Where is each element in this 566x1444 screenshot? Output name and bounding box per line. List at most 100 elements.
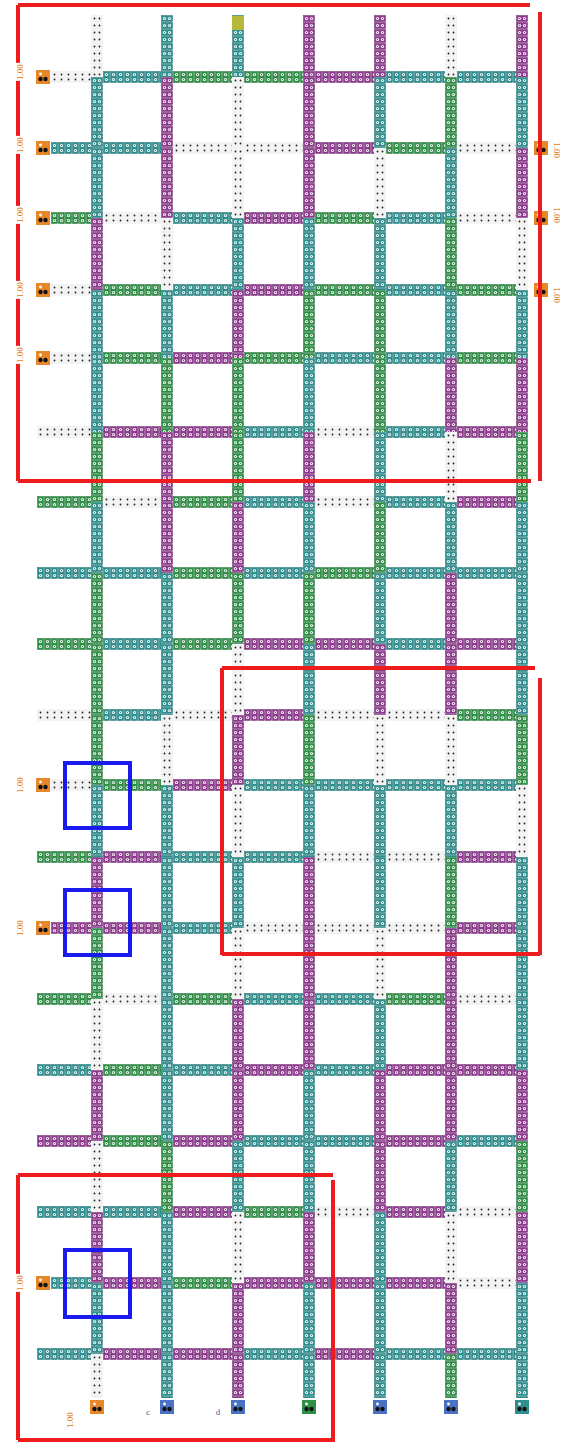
track-segment [103, 1135, 161, 1147]
track-segment [457, 496, 516, 508]
track-fill [386, 779, 445, 791]
track-segment [315, 1206, 374, 1218]
track-segment [91, 573, 103, 644]
track-fill [103, 352, 161, 364]
track-fill [173, 1135, 232, 1147]
track-segment [386, 212, 445, 224]
value-label: 1.00 [552, 141, 562, 159]
track-segment [173, 1206, 232, 1218]
track-fill [457, 1277, 516, 1289]
track-segment [445, 77, 457, 148]
track-segment [91, 1212, 103, 1283]
track-fill [91, 77, 103, 148]
track-segment [91, 928, 103, 999]
track-segment [103, 426, 161, 438]
pad-body [36, 141, 50, 155]
track-fill [516, 502, 528, 573]
track-fill [315, 1135, 374, 1147]
track-segment [91, 715, 103, 785]
track-segment [173, 1348, 232, 1360]
track-fill [516, 1283, 528, 1354]
track-segment [103, 212, 161, 224]
track-segment [232, 928, 244, 999]
track-fill [303, 218, 315, 290]
value-label: 1.00 [15, 136, 25, 154]
track-segment [161, 928, 173, 999]
track-fill [457, 1064, 516, 1076]
track-segment [103, 851, 161, 863]
track-segment [516, 1212, 528, 1283]
track-fill [516, 1070, 528, 1141]
track-segment [161, 1070, 173, 1141]
region-edge [220, 668, 224, 955]
track-segment [103, 1348, 161, 1360]
track-segment [103, 709, 161, 721]
track-segment [445, 218, 457, 290]
track-segment [232, 1070, 244, 1141]
track-segment [51, 1277, 91, 1289]
track-fill [315, 1277, 374, 1289]
track-fill [457, 284, 516, 296]
track-fill [516, 432, 528, 502]
track-fill [386, 212, 445, 224]
track-segment [374, 358, 386, 432]
track-segment [386, 922, 445, 934]
track-segment [37, 496, 91, 508]
pad-pin [39, 144, 42, 147]
track-segment [244, 638, 303, 650]
track-segment [457, 426, 516, 438]
track-segment [386, 71, 445, 83]
track-fill [51, 71, 91, 83]
track-segment [445, 1212, 457, 1283]
track-fill [457, 1135, 516, 1147]
pad-pin [163, 1403, 166, 1406]
track-segment [386, 284, 445, 296]
pad-pin [39, 354, 42, 357]
track-segment [244, 851, 303, 863]
pad-pin [92, 1407, 96, 1411]
pad-pin [38, 77, 42, 81]
track-fill [386, 1277, 445, 1289]
track-fill [51, 284, 91, 296]
track-fill [374, 1141, 386, 1212]
track-segment [303, 290, 315, 358]
track-fill [91, 1070, 103, 1141]
track-segment [161, 1283, 173, 1354]
track-fill [374, 573, 386, 644]
value-label: 1.00 [552, 206, 562, 224]
track-fill [303, 290, 315, 358]
track-segment [37, 1135, 91, 1147]
track-fill [445, 218, 457, 290]
track-segment [303, 1354, 315, 1398]
track-fill [516, 77, 528, 148]
track-segment [244, 779, 303, 791]
track-segment [374, 644, 386, 715]
track-segment [445, 1070, 457, 1141]
track-segment [315, 638, 374, 650]
track-segment [244, 71, 303, 83]
track-fill [516, 218, 528, 290]
track-fill [315, 496, 374, 508]
track-fill [457, 212, 516, 224]
track-fill [91, 148, 103, 218]
track-fill [374, 432, 386, 502]
track-segment [386, 1206, 445, 1218]
track-segment [232, 502, 244, 573]
track-fill [445, 15, 457, 77]
track-fill [303, 77, 315, 148]
highlight-box [65, 1250, 130, 1317]
track-segment [91, 148, 103, 218]
track-segment [374, 77, 386, 148]
track-segment [315, 352, 374, 364]
track-segment [91, 432, 103, 502]
track-segment [303, 432, 315, 502]
track-segment [232, 218, 244, 290]
track-segment [516, 1354, 528, 1398]
track-fill [315, 142, 374, 154]
track-segment [445, 1141, 457, 1212]
track-segment [161, 502, 173, 573]
horizontal-tracks [37, 71, 516, 1360]
track-fill [516, 857, 528, 928]
track-fill [386, 709, 445, 721]
track-fill [37, 1135, 91, 1147]
